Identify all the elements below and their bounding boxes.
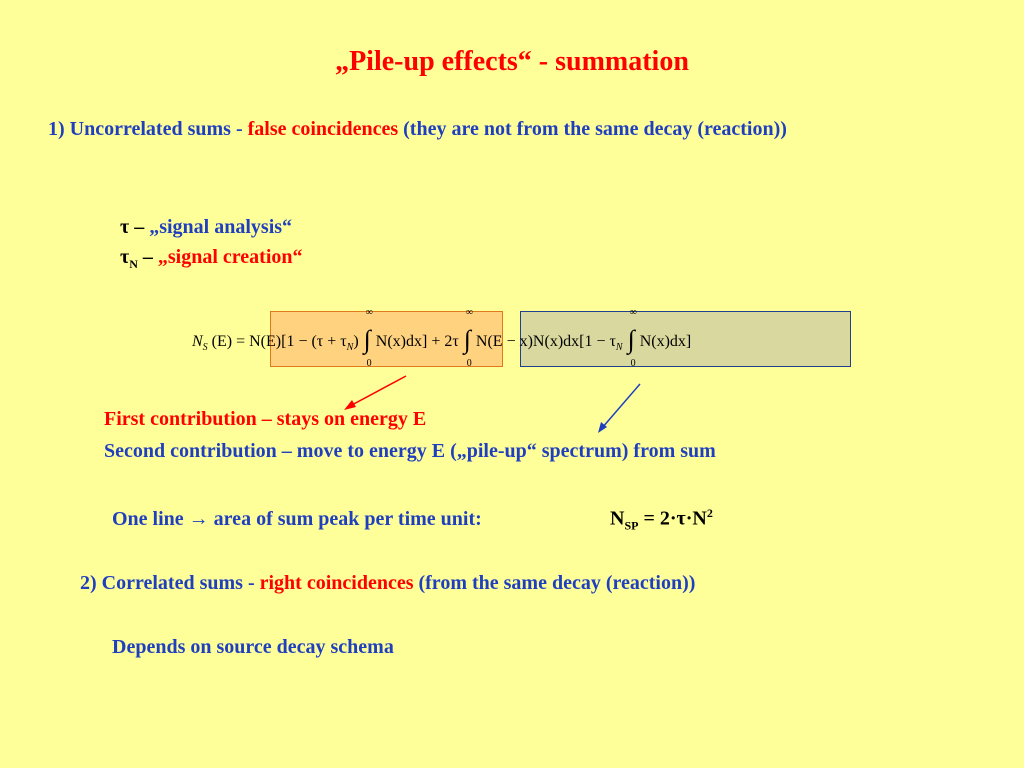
integral-sign-2: ∫∞0 [463,307,473,369]
nsp-sup: 2 [706,506,713,520]
plus-2tau: + 2τ [431,333,459,350]
item1-rest: (they are not from the same decay (react… [398,118,787,140]
item-correlated-sums: 2) Correlated sums - right coincidences … [80,572,695,595]
tauN-sub: N [129,257,138,271]
term1-c: N(x)dx] [375,333,428,350]
tau-sep: – [129,216,150,238]
integral-sign-3: ∫∞0 [627,307,637,369]
term2-c: N(x)dx] [639,333,692,350]
lhs-arg: (E) = [211,333,250,350]
term1-a: N(E)[1 − (τ + τ [249,333,347,350]
tauN-desc: „signal creation“ [157,246,303,268]
slide-title: „Pile-up effects“ - summation [335,46,689,77]
nsp-formula: NSP = 2·τ·N2 [610,506,713,534]
second-contribution: Second contribution – move to energy E (… [104,440,716,462]
integral-sign-1: ∫∞0 [363,307,373,369]
item-uncorrelated-sums: 1) Uncorrelated sums - false coincidence… [48,118,787,141]
nsp-sub: SP [624,518,639,533]
item1-highlight: false coincidences [247,118,399,140]
depends-text: Depends on source decay schema [112,636,394,658]
nsp-N: N [610,507,625,530]
second-term-box [520,311,851,367]
one-line-text: One line → area of sum peak per time uni… [112,508,482,530]
lhs-N: N [192,333,203,350]
term1-sub: N [346,342,354,354]
tauN-sep: – [137,246,158,268]
tauN-symbol: τ [120,246,130,268]
item1-label: 1) Uncorrelated sums - [48,118,248,140]
blue-arrow [598,383,641,433]
term2-a: N(E − x)N(x)dx[1 − τ [475,333,616,350]
first-contribution: First contribution – stays on energy E [104,408,427,430]
item2-rest: (from the same decay (reaction)) [413,572,696,594]
tauN-definition: τN – „signal creation“ [120,246,303,272]
term2-sub: N [615,342,623,354]
nsp-eq: = 2·τ·N [638,507,707,530]
item2-highlight: right coincidences [259,572,414,594]
pileup-formula: NS (E) = N(E)[1 − (τ + τN) ∫∞0 N(x)dx] +… [192,307,692,369]
first-term-box [270,311,503,367]
tau-definition: τ – „signal analysis“ [120,216,292,239]
tau-symbol: τ [120,216,130,238]
item2-label: 2) Correlated sums - [80,572,260,594]
red-arrow [344,375,407,410]
tau-desc: „signal analysis“ [149,216,293,238]
term1-b: ) [353,333,359,350]
lhs-sub: S [202,342,208,354]
